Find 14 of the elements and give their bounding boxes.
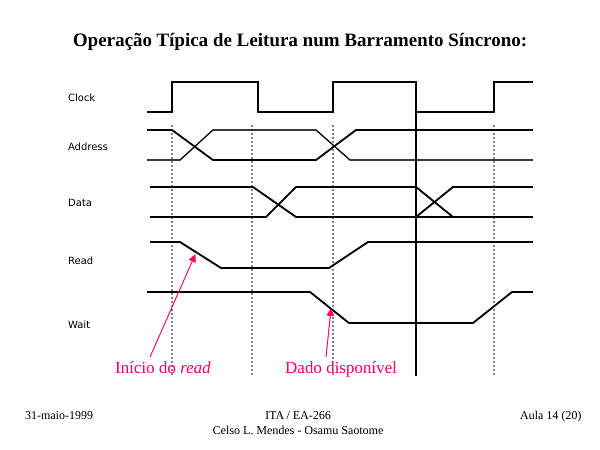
signal-label: Read xyxy=(68,256,94,267)
footer-text: Aula 14 (20) xyxy=(520,408,582,423)
footer-text: Celso L. Mendes - Osamu Saotome xyxy=(212,423,384,438)
footer-text: ITA / EA-266 xyxy=(265,408,331,423)
signal-label: Address xyxy=(68,142,108,153)
annotation-text: Início do read xyxy=(115,358,211,378)
annotation-text: Dado disponível xyxy=(285,358,397,378)
signal-label: Clock xyxy=(68,93,96,104)
signal-label: Data xyxy=(68,198,92,209)
footer-text: 31-maio-1999 xyxy=(25,408,93,423)
signal-label: Wait xyxy=(68,320,90,331)
leader-line xyxy=(326,308,334,358)
leader-line xyxy=(150,254,196,358)
title: Operação Típica de Leitura num Barramento Síncrono: xyxy=(72,30,528,52)
